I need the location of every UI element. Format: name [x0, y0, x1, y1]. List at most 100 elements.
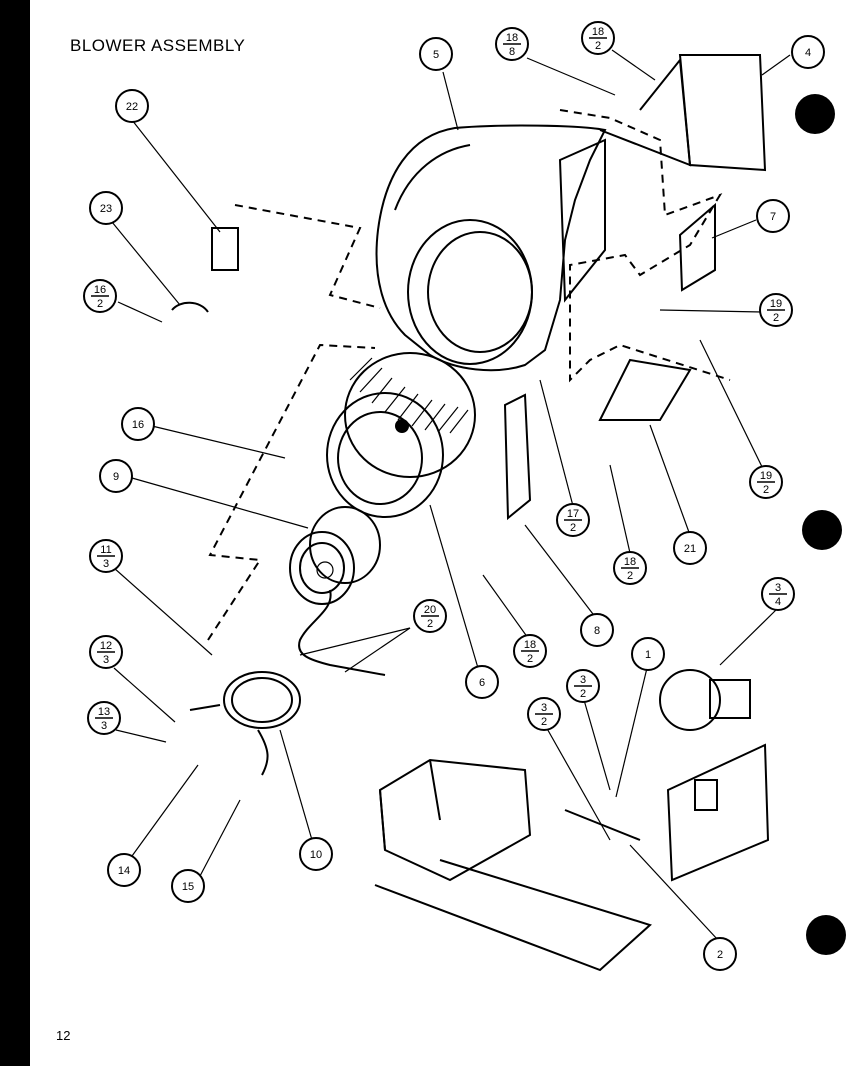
callout-c3-2a: 23: [566, 669, 600, 703]
callout-c23: 23: [89, 191, 123, 225]
motor-mount: [189, 671, 301, 776]
callout-c9: 9: [99, 459, 133, 493]
callout-quantity: 2: [595, 40, 601, 52]
callout-number: 19: [760, 470, 772, 482]
callout-circle: [99, 459, 133, 493]
capacitor-strap: [171, 301, 209, 313]
callout-c3-4: 43: [761, 577, 795, 611]
callout-c1: 1: [631, 637, 665, 671]
callout-number: 16: [132, 419, 144, 431]
callout-number: 18: [506, 32, 518, 44]
callout-circle: [791, 35, 825, 69]
callout-circle: [89, 191, 123, 225]
callout-c18-2b: 218: [613, 551, 647, 585]
callout-circle: [673, 531, 707, 565]
callout-number: 13: [98, 706, 110, 718]
callout-number: 4: [805, 47, 811, 59]
callout-number: 16: [94, 284, 106, 296]
callout-quantity: 4: [775, 596, 781, 608]
diagram-title: BLOWER ASSEMBLY: [70, 36, 246, 55]
leader-lines: [111, 49, 791, 941]
callout-quantity: 2: [97, 298, 103, 310]
callout-circle: [121, 407, 155, 441]
callout-number: 18: [524, 639, 536, 651]
callout-number: 14: [118, 865, 130, 877]
callout-number: 20: [424, 604, 436, 616]
callout-c14: 14: [107, 853, 141, 887]
callout-c17-2: 217: [556, 503, 590, 537]
capacitor-group-outline: [234, 204, 381, 309]
callout-circle: [580, 613, 614, 647]
top-baffle-panel: [599, 54, 767, 172]
callout-c20-2: 220: [413, 599, 447, 633]
callout-quantity: 2: [541, 716, 547, 728]
callout-c22: 22: [115, 89, 149, 123]
base-assembly: [374, 758, 652, 972]
callout-quantity: 2: [773, 312, 779, 324]
callout-number: 2: [717, 949, 723, 961]
callout-number: 21: [684, 543, 696, 555]
callout-circle: [631, 637, 665, 671]
panel-group-outline: [559, 109, 731, 383]
callout-number: 22: [126, 101, 138, 113]
callout-quantity: 3: [103, 558, 109, 570]
callout-c5: 5: [419, 37, 453, 71]
callout-c18-2c: 218: [513, 634, 547, 668]
page-number: 12: [56, 1028, 71, 1043]
callout-c21: 21: [673, 531, 707, 565]
callout-number: 5: [433, 49, 439, 61]
callout-c4: 4: [791, 35, 825, 69]
callout-c10: 10: [299, 837, 333, 871]
callout-circle: [756, 199, 790, 233]
callout-c12-3: 312: [89, 635, 123, 669]
side-bracket: [678, 202, 716, 292]
callout-number: 8: [594, 625, 600, 637]
registration-mark-top: [795, 94, 835, 134]
callout-number: 9: [113, 471, 119, 483]
callout-quantity: 2: [763, 484, 769, 496]
callout-c15: 15: [171, 869, 205, 903]
callout-number: 11: [100, 544, 111, 556]
callout-number: 3: [541, 702, 547, 714]
registration-mark-middle: [802, 510, 842, 550]
callout-number: 3: [580, 674, 586, 686]
callout-c7: 7: [756, 199, 790, 233]
motor-group-outline: [207, 343, 376, 641]
callout-c16: 16: [121, 407, 155, 441]
callout-quantity: 2: [627, 570, 633, 582]
callout-circle: [703, 937, 737, 971]
callout-number: 1: [645, 649, 651, 661]
callout-c6: 6: [465, 665, 499, 699]
callout-quantity: 2: [527, 653, 533, 665]
callout-c8: 8: [580, 613, 614, 647]
callout-c18-2a: 218: [581, 21, 615, 55]
callout-circle: [419, 37, 453, 71]
callout-quantity: 2: [427, 618, 433, 630]
callout-number: 15: [182, 881, 194, 893]
capacitor: [211, 227, 239, 271]
scan-edge-bar: [0, 0, 30, 1066]
callout-circle: [465, 665, 499, 699]
callout-c19-2b: 219: [749, 465, 783, 499]
callout-quantity: 8: [509, 46, 515, 58]
callout-number: 6: [479, 677, 485, 689]
callout-number: 10: [310, 849, 322, 861]
callout-c2: 2: [703, 937, 737, 971]
callout-c3-2b: 23: [527, 697, 561, 731]
blower-motor: [289, 506, 386, 676]
callout-number: 18: [624, 556, 636, 568]
callout-number: 17: [567, 508, 579, 520]
callout-circle: [299, 837, 333, 871]
callout-c19-2a: 219: [759, 293, 793, 327]
blower-control-box: [659, 669, 770, 882]
callout-number: 19: [770, 298, 782, 310]
callout-circle: [171, 869, 205, 903]
callout-number: 3: [775, 582, 781, 594]
cutoff-plate: [503, 393, 532, 521]
callout-number: 23: [100, 203, 112, 215]
blower-wheel: [326, 352, 476, 518]
callout-circle: [115, 89, 149, 123]
callout-number: 18: [592, 26, 604, 38]
